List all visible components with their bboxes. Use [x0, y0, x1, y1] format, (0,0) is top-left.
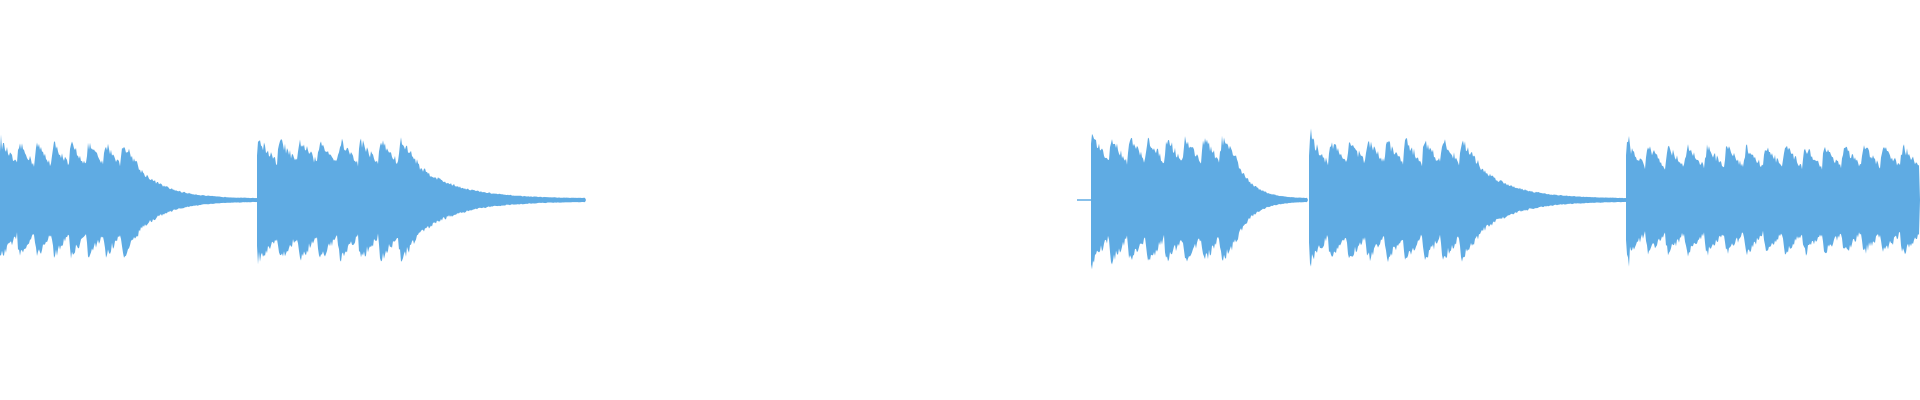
waveform-segment	[1309, 128, 1626, 267]
waveform-segment	[1091, 133, 1308, 270]
waveform-segment	[257, 137, 586, 265]
waveform-track	[0, 128, 1920, 270]
waveform-segment	[0, 134, 257, 259]
waveform-segment	[1626, 136, 1920, 267]
